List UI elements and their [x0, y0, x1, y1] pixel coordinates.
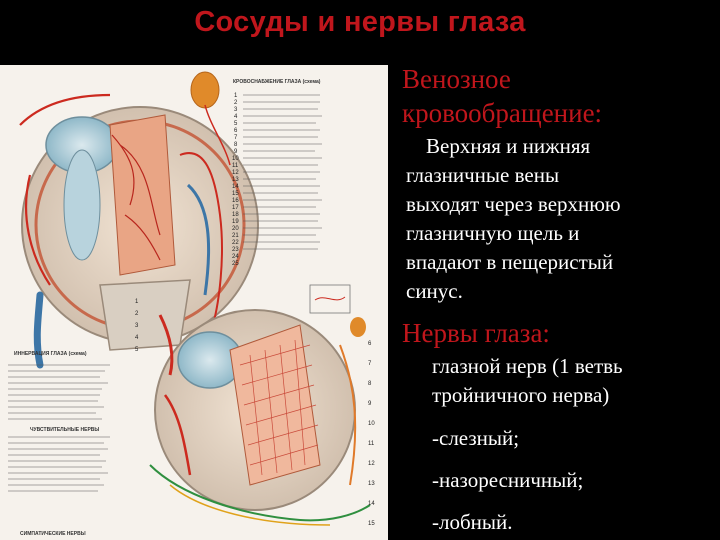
bottom-num-9: 9	[368, 401, 372, 407]
top-num-11: 11	[232, 163, 239, 169]
top-num-9: 9	[234, 149, 238, 155]
top-num-23: 23	[232, 247, 239, 253]
bottom-num-6: 6	[368, 341, 372, 347]
inset-box	[309, 284, 351, 314]
top-num-4: 4	[234, 114, 238, 120]
top-num-1: 1	[234, 93, 238, 99]
nerves-heading: Нервы глаза:	[402, 318, 550, 348]
sensory-caption: ЧУВСТВИТЕЛЬНЫЕ НЕРВЫ	[30, 427, 99, 433]
bottom-num-14: 14	[368, 501, 375, 507]
top-num-21: 21	[232, 233, 239, 239]
bottom-num-7: 7	[368, 361, 372, 367]
venous-line-5: впадают в пещеристый	[406, 250, 614, 274]
anatomy-figure: КРОВОСНАБЖЕНИЕ ГЛАЗА (схема) 1 2 3 4	[0, 65, 388, 540]
top-num-13: 13	[232, 177, 239, 183]
venous-line-6: синус.	[406, 279, 463, 303]
bottom-num-4: 4	[135, 335, 139, 341]
bottom-footer: СИМПАТИЧЕСКИЕ НЕРВЫ	[20, 531, 86, 537]
slide-title: Сосуды и нервы глаза	[194, 6, 526, 38]
bottom-num-10: 10	[368, 421, 375, 427]
top-num-14: 14	[232, 184, 239, 190]
venous-line-3: выходят через верхнюю	[406, 192, 621, 216]
top-num-17: 17	[232, 205, 239, 211]
top-num-10: 10	[232, 156, 239, 162]
bottom-num-5: 5	[135, 347, 139, 353]
top-num-19: 19	[232, 219, 239, 225]
bottom-num-3: 3	[135, 323, 139, 329]
top-num-2: 2	[234, 100, 238, 106]
top-caption: КРОВОСНАБЖЕНИЕ ГЛАЗА (схема)	[233, 79, 321, 85]
bottom-num-2: 2	[135, 311, 139, 317]
top-num-7: 7	[234, 135, 238, 141]
venous-line-2: глазничные вены	[406, 163, 560, 187]
top-num-20: 20	[232, 226, 239, 232]
top-num-24: 24	[232, 254, 239, 260]
top-num-3: 3	[234, 107, 238, 113]
bottom-caption: ИННЕРВАЦИЯ ГЛАЗА (схема)	[14, 351, 87, 357]
top-num-15: 15	[232, 191, 239, 197]
nerve-item-nasociliary: -назоресничный;	[432, 468, 584, 492]
top-num-12: 12	[232, 170, 239, 176]
venous-line-1: Верхняя и нижняя	[426, 134, 591, 158]
bottom-number-labels: 1 2 3 4 5 6 7 8 9 10 11 12 13 14 15	[135, 299, 375, 527]
venous-line-4: глазничную щель и	[406, 221, 580, 245]
bottom-legend-lines	[8, 364, 110, 492]
bottom-num-1: 1	[135, 299, 139, 305]
nerve-item-frontal: -лобный.	[432, 510, 513, 534]
nerves-paragraph: глазной нерв (1 ветвь	[402, 352, 714, 381]
bottom-eye-diagram	[149, 309, 371, 526]
bottom-num-11: 11	[368, 441, 375, 447]
top-eye-diagram	[19, 71, 259, 369]
bottom-num-8: 8	[368, 381, 372, 387]
top-num-16: 16	[232, 198, 239, 204]
venous-paragraph: Верхняя и нижняя глазничные вены выходят…	[402, 132, 714, 306]
nerves-line-2: тройничного нерва)	[432, 383, 610, 407]
bottom-num-15: 15	[368, 521, 375, 527]
content-column: Венозное кровообращение: Верхняя и нижня…	[402, 62, 714, 536]
bottom-num-13: 13	[368, 481, 375, 487]
top-num-25: 25	[232, 261, 239, 267]
top-num-22: 22	[232, 240, 239, 246]
top-num-5: 5	[234, 121, 238, 127]
eye-anatomy-illustration: КРОВОСНАБЖЕНИЕ ГЛАЗА (схема) 1 2 3 4	[0, 65, 388, 540]
nerve-item-lacrimal: -слезный;	[432, 426, 520, 450]
top-num-8: 8	[234, 142, 238, 148]
venous-heading: Венозное кровообращение:	[402, 64, 603, 128]
top-num-6: 6	[234, 128, 238, 134]
top-num-18: 18	[232, 212, 239, 218]
nerves-line-1: глазной нерв (1 ветвь	[432, 354, 623, 378]
top-legend: 1 2 3 4 5 6 7 8 9 10 11 12 13 14 15 16 1…	[232, 93, 322, 267]
bottom-num-12: 12	[368, 461, 375, 467]
